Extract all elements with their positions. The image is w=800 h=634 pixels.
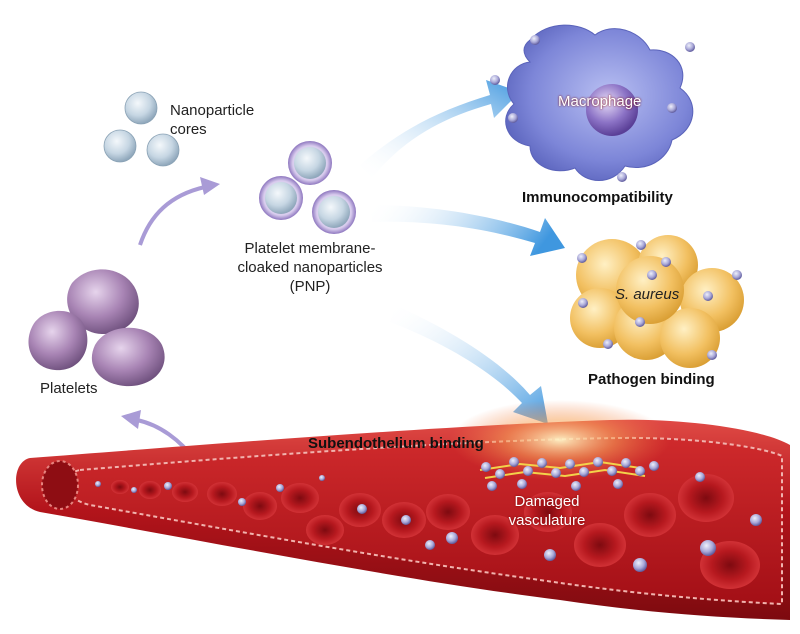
nanoparticle-cores	[103, 91, 180, 167]
pnp-line-3: (PNP)	[289, 278, 331, 295]
damaged-vasculature-label: Damaged vasculature	[487, 492, 607, 530]
s-aureus-label: S. aureus	[615, 286, 680, 303]
arrow-to-macrophage	[360, 80, 520, 178]
bacteria-nanoparticles	[577, 240, 742, 360]
nanoparticle-cores-label: Nanoparticle cores	[170, 101, 254, 139]
pathogen-binding-label: Pathogen binding	[588, 371, 715, 388]
platelets-label: Platelets	[40, 380, 98, 397]
arrow-to-bacteria	[370, 205, 565, 256]
arrow-platelets-to-pnp	[138, 177, 220, 246]
pnp-line-1: Platelet membrane-	[244, 240, 376, 257]
subendothelium-binding-label: Subendothelium binding	[308, 435, 484, 452]
macrophage-icon	[505, 24, 694, 181]
immunocompatibility-label: Immunocompatibility	[522, 189, 673, 206]
macrophage-label: Macrophage	[558, 93, 642, 110]
pnp-line-2: cloaked nanoparticles	[237, 259, 383, 276]
pnp-label: Platelet membrane- cloaked nanoparticles…	[225, 239, 395, 296]
damaged-vasculature-line-2: vasculature	[508, 512, 586, 529]
macrophage-nanoparticles	[490, 35, 695, 182]
damaged-vasculature-line-1: Damaged	[514, 493, 580, 510]
pnp-particles	[259, 141, 356, 234]
platelets-cluster	[28, 269, 165, 387]
arrow-to-subendothelium	[390, 305, 548, 424]
nanoparticle-cores-line-2: cores	[170, 121, 207, 138]
nanoparticle-cores-line-1: Nanoparticle	[170, 102, 255, 119]
damaged-site-nanoparticles	[481, 457, 659, 491]
vessel-nanoparticles	[95, 472, 762, 572]
